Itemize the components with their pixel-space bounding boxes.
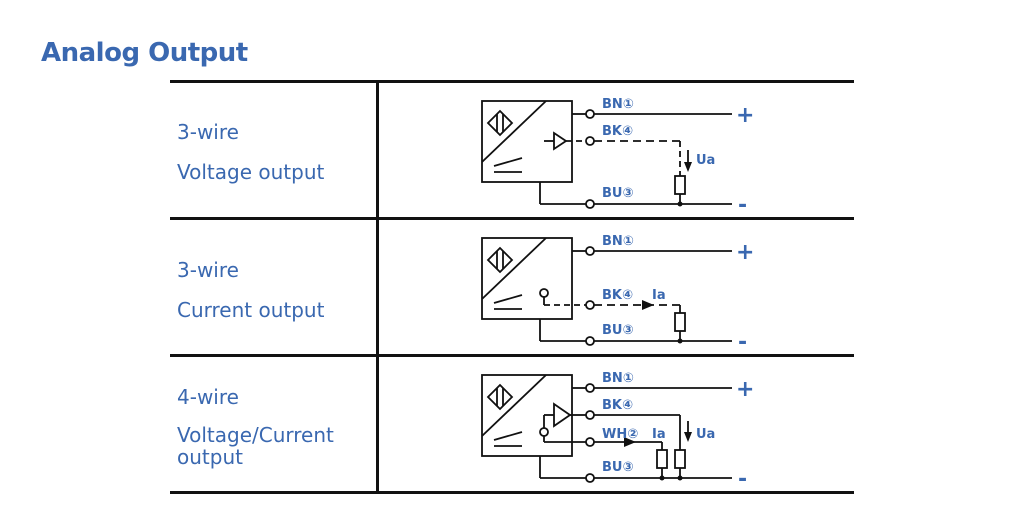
current-arrow-icon — [624, 437, 636, 447]
output-type: Voltage output — [177, 160, 325, 184]
sensor-box — [481, 100, 573, 183]
inductive-sensor-icon — [486, 246, 514, 274]
signal-label-ua: Ua — [696, 427, 715, 442]
wire-count: 3-wire — [177, 120, 239, 144]
current-source-icon — [539, 427, 549, 437]
junction-dot — [677, 338, 683, 344]
page-title: Analog Output — [41, 38, 248, 68]
switch-contact-icon — [493, 157, 523, 173]
switch-contact-icon — [493, 431, 523, 447]
switch-contact-icon — [493, 294, 523, 310]
terminal-bn — [585, 246, 595, 256]
load-resistor — [674, 175, 686, 195]
wire-label-bk: BK④ — [602, 398, 633, 413]
table-border-bottom — [170, 491, 854, 494]
row-divider — [170, 354, 854, 357]
terminal-bu — [585, 199, 595, 209]
table-border-top — [170, 80, 854, 83]
terminal-bk — [585, 410, 595, 420]
wire-label-bu: BU③ — [602, 460, 633, 475]
output-type: Current output — [177, 298, 325, 322]
column-divider — [376, 81, 379, 494]
wiring-diagram-voltage: BN① BK④ BU③ Ua + - — [481, 97, 754, 218]
wire-label-wh: WH② — [602, 427, 638, 442]
wire-label-bn: BN① — [602, 371, 634, 386]
junction-dot — [677, 475, 683, 481]
terminal-bn — [585, 109, 595, 119]
plus-sign: + — [736, 240, 754, 265]
voltage-arrow-icon — [684, 162, 692, 172]
terminal-wh — [585, 437, 595, 447]
junction-dot — [659, 475, 665, 481]
output-type: Voltage/Current — [177, 423, 334, 447]
minus-sign: - — [738, 330, 747, 355]
junction-dot — [677, 201, 683, 207]
inductive-sensor-icon — [486, 383, 514, 411]
signal-label-ia: Ia — [652, 288, 666, 303]
sensor-diagonal — [481, 374, 547, 437]
amplifier-icon — [553, 402, 572, 428]
signal-label-ua: Ua — [696, 153, 715, 168]
minus-sign: - — [738, 467, 747, 492]
voltage-arrow-icon — [684, 432, 692, 442]
wire-label-bn: BN① — [602, 234, 634, 249]
row-label-current-3wire: 3-wire Current output — [177, 258, 324, 322]
wire-label-bk: BK④ — [602, 288, 633, 303]
plus-sign: + — [736, 103, 754, 128]
terminal-bk — [585, 300, 595, 310]
sensor-diagonal — [481, 237, 547, 300]
row-divider — [170, 217, 854, 220]
current-load-resistor — [656, 449, 668, 469]
wire-label-bu: BU③ — [602, 186, 633, 201]
terminal-bu — [585, 473, 595, 483]
output-type-cont: output — [177, 445, 243, 469]
terminal-bu — [585, 336, 595, 346]
wire-label-bk: BK④ — [602, 124, 633, 139]
plus-sign: + — [736, 377, 754, 402]
inductive-sensor-icon — [486, 109, 514, 137]
wire-count: 4-wire — [177, 385, 239, 409]
minus-sign: - — [738, 193, 747, 218]
terminal-bk — [585, 136, 595, 146]
wiring-diagram-4wire: BN① BK④ WH② Ia Ua BU③ + - — [481, 371, 754, 492]
sensor-box — [481, 374, 573, 457]
wire-label-bu: BU③ — [602, 323, 633, 338]
wire-count: 3-wire — [177, 258, 239, 282]
wiring-diagram-current: BN① BK④ BU③ Ia + - — [481, 234, 754, 355]
row-label-4wire: 4-wire Voltage/Current output — [177, 385, 334, 468]
row-label-voltage-3wire: 3-wire Voltage output — [177, 120, 324, 184]
sensor-diagonal — [481, 100, 547, 163]
sensor-box — [481, 237, 573, 320]
current-arrow-icon — [642, 300, 654, 310]
current-source-icon — [539, 288, 549, 298]
amplifier-icon — [544, 131, 568, 151]
signal-label-ia: Ia — [652, 427, 666, 442]
voltage-load-resistor — [674, 449, 686, 469]
wire-label-bn: BN① — [602, 97, 634, 112]
terminal-bn — [585, 383, 595, 393]
load-resistor — [674, 312, 686, 332]
